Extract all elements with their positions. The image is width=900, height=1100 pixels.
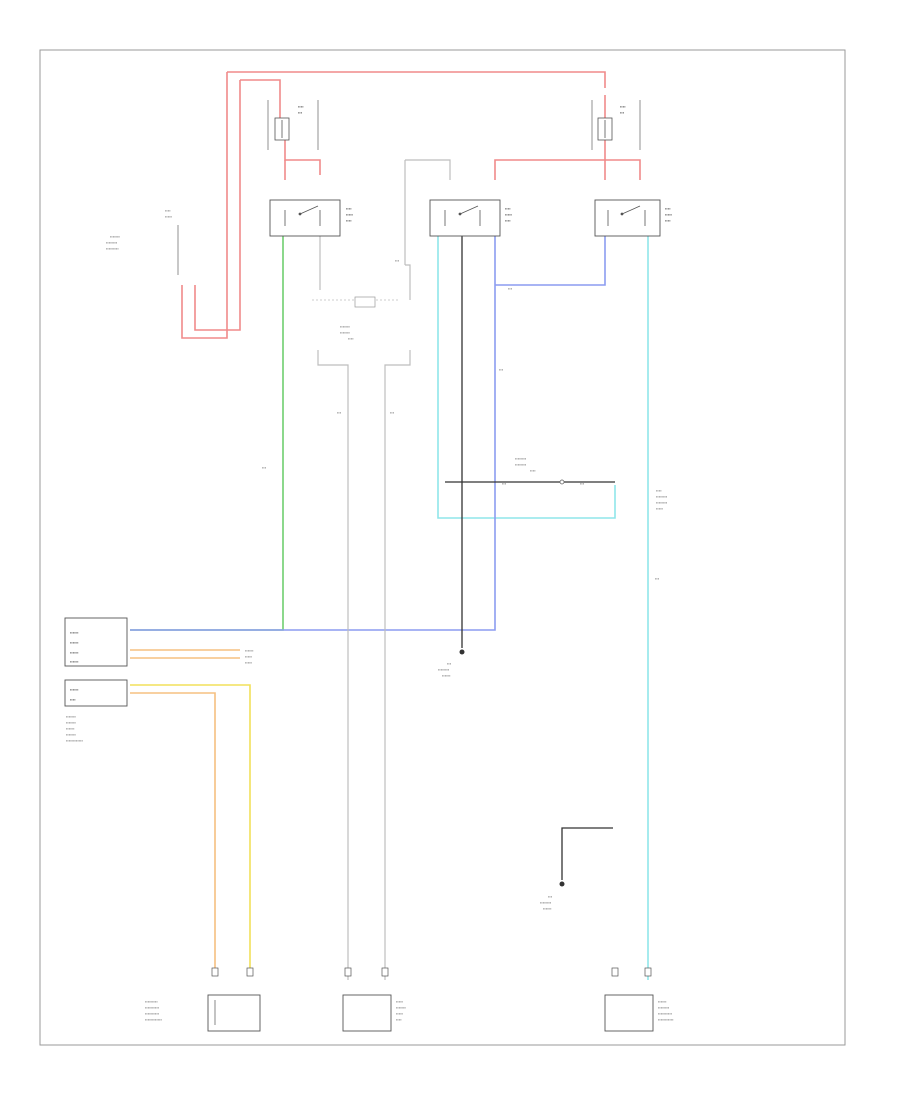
svg-text:▪▪▪▪▪▪▪▪▪▪▪: ▪▪▪▪▪▪▪▪▪▪▪ xyxy=(658,1017,674,1022)
svg-text:▪▪▪▪▪▪▪: ▪▪▪▪▪▪▪ xyxy=(340,330,351,335)
svg-text:▪▪▪▪: ▪▪▪▪ xyxy=(656,488,662,493)
left-sensor: ▪▪▪▪▪ ▪▪▪▪▪▪▪ ▪▪▪▪▪ ▪▪▪▪ xyxy=(342,994,407,1032)
svg-text:▪▪▪▪: ▪▪▪▪ xyxy=(396,1017,402,1022)
svg-text:▪▪▪▪: ▪▪▪▪ xyxy=(505,218,511,223)
svg-text:▪▪▪▪▪▪▪: ▪▪▪▪▪▪▪ xyxy=(396,1005,407,1010)
svg-text:▪▪▪▪▪: ▪▪▪▪▪ xyxy=(396,999,404,1004)
svg-text:▪▪▪▪▪▪▪▪: ▪▪▪▪▪▪▪▪ xyxy=(106,240,118,245)
svg-text:▪▪▪: ▪▪▪ xyxy=(508,286,513,291)
fuse-left: ▪▪▪▪ ▪▪▪ xyxy=(267,100,319,150)
svg-text:▪▪▪▪▪▪: ▪▪▪▪▪▪ xyxy=(442,673,451,678)
svg-text:▪▪▪: ▪▪▪ xyxy=(548,894,553,899)
engine-control-module: ▪▪▪▪▪▪ ▪▪▪▪▪▪ ▪▪▪▪▪▪ ▪▪▪▪▪▪ ▪▪▪▪▪▪ ▪▪▪▪ … xyxy=(64,617,254,743)
svg-text:▪▪▪▪▪▪▪▪▪▪: ▪▪▪▪▪▪▪▪▪▪ xyxy=(145,1005,160,1010)
svg-text:▪▪▪▪▪▪: ▪▪▪▪▪▪ xyxy=(70,630,79,635)
svg-text:▪▪▪▪▪: ▪▪▪▪▪ xyxy=(165,214,173,219)
ground-wires xyxy=(445,235,615,880)
svg-text:▪▪▪: ▪▪▪ xyxy=(447,661,452,666)
svg-text:▪▪▪▪▪: ▪▪▪▪▪ xyxy=(346,212,354,217)
svg-text:▪▪▪▪: ▪▪▪▪ xyxy=(665,206,671,211)
svg-text:▪▪▪▪: ▪▪▪▪ xyxy=(298,104,304,109)
svg-text:▪▪▪▪▪▪▪: ▪▪▪▪▪▪▪ xyxy=(66,732,77,737)
svg-text:▪▪▪▪▪▪▪▪: ▪▪▪▪▪▪▪▪ xyxy=(656,494,668,499)
svg-text:▪▪▪: ▪▪▪ xyxy=(337,410,342,415)
svg-text:▪▪▪▪▪▪▪▪: ▪▪▪▪▪▪▪▪ xyxy=(515,456,527,461)
svg-text:▪▪▪▪▪▪▪▪: ▪▪▪▪▪▪▪▪ xyxy=(656,500,668,505)
svg-text:▪▪▪▪▪▪: ▪▪▪▪▪▪ xyxy=(70,687,79,692)
fuse-right: ▪▪▪▪ ▪▪▪ xyxy=(591,100,641,150)
svg-text:▪▪▪▪▪▪▪▪▪: ▪▪▪▪▪▪▪▪▪ xyxy=(145,999,158,1004)
pressure-sensor: ▪▪▪▪▪▪▪▪▪ ▪▪▪▪▪▪▪▪▪▪ ▪▪▪▪▪▪▪▪▪▪ ▪▪▪▪▪▪▪▪… xyxy=(145,994,261,1032)
svg-text:▪▪▪▪: ▪▪▪▪ xyxy=(346,218,352,223)
svg-text:▪▪▪▪▪: ▪▪▪▪▪ xyxy=(665,212,673,217)
svg-text:▪▪▪▪▪▪: ▪▪▪▪▪▪ xyxy=(543,906,552,911)
ground-2: ▪▪▪ ▪▪▪▪▪▪▪▪ ▪▪▪▪▪▪ xyxy=(540,881,565,911)
power-feed-wires xyxy=(181,71,641,339)
svg-text:▪▪▪▪▪▪▪▪▪▪: ▪▪▪▪▪▪▪▪▪▪ xyxy=(145,1011,160,1016)
svg-text:▪▪▪▪▪▪▪: ▪▪▪▪▪▪▪ xyxy=(66,714,77,719)
svg-text:▪▪▪▪: ▪▪▪▪ xyxy=(348,336,354,341)
svg-text:▪▪▪: ▪▪▪ xyxy=(499,367,504,372)
svg-text:▪▪▪▪: ▪▪▪▪ xyxy=(620,104,626,109)
blue-wire xyxy=(130,235,606,631)
svg-text:▪▪▪▪▪▪: ▪▪▪▪▪▪ xyxy=(245,648,254,653)
yellow-wires xyxy=(130,649,251,975)
svg-text:▪▪▪: ▪▪▪ xyxy=(390,410,395,415)
svg-text:▪▪▪: ▪▪▪ xyxy=(262,465,267,470)
svg-text:▪▪▪▪▪▪▪▪: ▪▪▪▪▪▪▪▪ xyxy=(438,667,450,672)
svg-text:▪▪▪▪: ▪▪▪▪ xyxy=(165,208,171,213)
svg-text:▪▪▪▪: ▪▪▪▪ xyxy=(530,468,536,473)
svg-text:▪▪▪▪▪: ▪▪▪▪▪ xyxy=(396,1011,404,1016)
gray-wires xyxy=(317,159,451,980)
left-cooling-fan: ▪▪▪▪▪▪▪ ▪▪▪▪▪▪▪ ▪▪▪▪ xyxy=(312,296,398,341)
wire-tags: ▪▪▪ ▪▪▪ ▪▪▪ ▪▪▪ ▪▪▪ ▪▪▪ ▪▪▪ ▪▪▪ ▪▪▪ xyxy=(262,258,660,581)
svg-text:▪▪▪▪: ▪▪▪▪ xyxy=(346,206,352,211)
svg-text:▪▪▪: ▪▪▪ xyxy=(655,576,660,581)
svg-text:▪▪▪▪▪▪▪▪▪: ▪▪▪▪▪▪▪▪▪ xyxy=(106,246,119,251)
svg-text:▪▪▪▪▪▪: ▪▪▪▪▪▪ xyxy=(70,640,79,645)
svg-text:▪▪▪▪: ▪▪▪▪ xyxy=(505,206,511,211)
relay-1: ▪▪▪▪ ▪▪▪▪▪ ▪▪▪▪ xyxy=(269,199,354,237)
svg-text:▪▪▪: ▪▪▪ xyxy=(620,110,625,115)
svg-text:▪▪▪▪▪▪: ▪▪▪▪▪▪ xyxy=(658,999,667,1004)
svg-text:▪▪▪: ▪▪▪ xyxy=(580,481,585,486)
green-wire xyxy=(130,235,284,631)
right-sensor: ▪▪▪▪▪▪ ▪▪▪▪▪▪▪▪ ▪▪▪▪▪▪▪▪▪▪ ▪▪▪▪▪▪▪▪▪▪▪ xyxy=(604,994,674,1032)
svg-text:▪▪▪▪▪▪▪▪▪▪: ▪▪▪▪▪▪▪▪▪▪ xyxy=(658,1011,673,1016)
svg-text:▪▪▪▪▪: ▪▪▪▪▪ xyxy=(245,660,253,665)
bottom-connectors xyxy=(211,967,652,977)
svg-text:▪▪▪▪▪▪▪▪: ▪▪▪▪▪▪▪▪ xyxy=(540,900,552,905)
relay-3: ▪▪▪▪ ▪▪▪▪▪ ▪▪▪▪ xyxy=(594,199,673,237)
svg-text:▪▪▪▪▪: ▪▪▪▪▪ xyxy=(656,506,664,511)
svg-text:▪▪▪▪▪▪▪▪: ▪▪▪▪▪▪▪▪ xyxy=(515,462,527,467)
svg-text:▪▪▪▪▪▪▪: ▪▪▪▪▪▪▪ xyxy=(340,324,351,329)
svg-text:▪▪▪: ▪▪▪ xyxy=(395,258,400,263)
svg-text:▪▪▪▪: ▪▪▪▪ xyxy=(70,697,76,702)
diagram-frame xyxy=(39,49,846,1046)
svg-text:▪▪▪▪▪▪: ▪▪▪▪▪▪ xyxy=(66,726,75,731)
svg-text:▪▪▪: ▪▪▪ xyxy=(298,110,303,115)
svg-text:▪▪▪▪▪▪▪: ▪▪▪▪▪▪▪ xyxy=(66,720,77,725)
underhood-fuse-block: ▪▪▪▪▪▪▪ ▪▪▪▪▪▪▪▪ ▪▪▪▪▪▪▪▪▪ ▪▪▪▪ ▪▪▪▪▪ xyxy=(106,208,179,275)
svg-text:▪▪▪▪▪: ▪▪▪▪▪ xyxy=(505,212,513,217)
svg-text:▪▪▪▪▪▪▪▪▪▪▪▪: ▪▪▪▪▪▪▪▪▪▪▪▪ xyxy=(66,738,84,743)
relay-2: ▪▪▪▪ ▪▪▪▪▪ ▪▪▪▪ xyxy=(429,199,513,237)
svg-text:▪▪▪: ▪▪▪ xyxy=(502,481,507,486)
svg-text:▪▪▪▪▪: ▪▪▪▪▪ xyxy=(245,654,253,659)
svg-text:▪▪▪▪▪▪▪: ▪▪▪▪▪▪▪ xyxy=(110,234,121,239)
ground-1: ▪▪▪ ▪▪▪▪▪▪▪▪ ▪▪▪▪▪▪ xyxy=(438,649,465,678)
svg-text:▪▪▪▪▪▪▪▪▪▪▪▪: ▪▪▪▪▪▪▪▪▪▪▪▪ xyxy=(145,1017,163,1022)
svg-text:▪▪▪▪: ▪▪▪▪ xyxy=(665,218,671,223)
svg-text:▪▪▪▪▪▪: ▪▪▪▪▪▪ xyxy=(70,659,79,664)
svg-text:▪▪▪▪▪▪▪▪: ▪▪▪▪▪▪▪▪ xyxy=(658,1005,670,1010)
cyan-wire xyxy=(437,235,649,980)
right-cooling-fan: ▪▪▪▪▪▪▪▪ ▪▪▪▪▪▪▪▪ ▪▪▪▪ ▪▪▪▪ ▪▪▪▪▪▪▪▪ ▪▪▪… xyxy=(515,456,668,511)
svg-text:▪▪▪▪▪▪: ▪▪▪▪▪▪ xyxy=(70,650,79,655)
